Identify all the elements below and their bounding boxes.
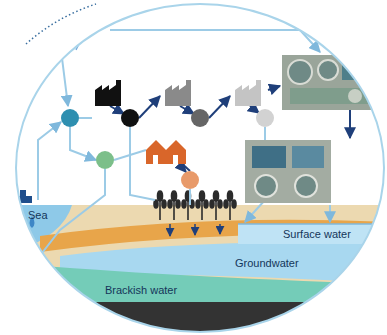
band-label: Sea [28, 209, 48, 222]
water-circle [191, 109, 209, 127]
factory-symbol [165, 80, 191, 106]
infiltration-arrows [170, 224, 220, 236]
crop-symbols [154, 191, 236, 220]
rain-cloud [37, 23, 82, 57]
water-circle [121, 109, 139, 127]
band-label: Brackish water [105, 284, 177, 297]
treatment-plant-photo [245, 140, 331, 203]
scene [0, 23, 387, 335]
factory-symbol [95, 80, 121, 106]
band-label: Surface water [283, 228, 351, 241]
water-circle [256, 109, 274, 127]
houses-symbol [146, 140, 186, 164]
brackish-layer [0, 262, 387, 302]
water-circle [61, 109, 79, 127]
pool-photo [0, 262, 30, 296]
water-circle [181, 171, 199, 189]
band-label: Groundwater [235, 257, 299, 270]
treatment-plant-photo [282, 55, 374, 110]
factory-symbol [235, 80, 261, 106]
water-edge [238, 223, 387, 225]
bedrock-layer [0, 302, 387, 335]
water-circle [96, 151, 114, 169]
sand-layer [0, 205, 387, 335]
frame-outline [16, 4, 384, 332]
dotted-arc [26, 4, 96, 44]
